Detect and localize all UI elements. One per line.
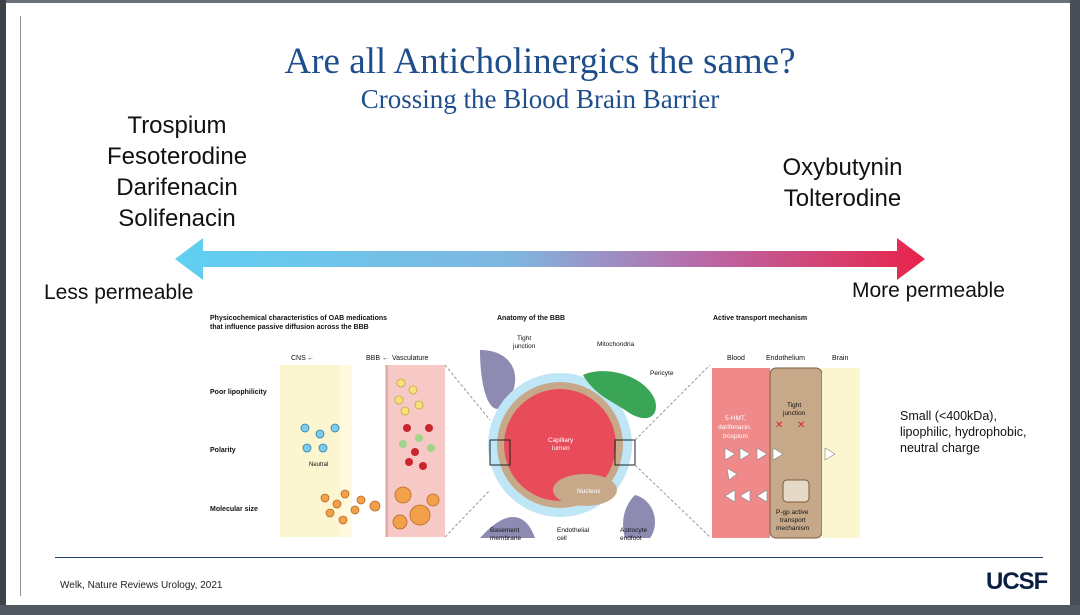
cns-label: CNS [291,355,306,362]
nucleus-label: Nucleus [577,488,601,495]
tight-junction-label: Tight [517,335,531,342]
vasculature-label: Vasculature [392,355,429,362]
window-edge-right [1070,0,1080,615]
drug-item: Trospium [127,112,227,139]
svg-text:endfoot: endfoot [620,535,642,542]
svg-text:mechanism: mechanism [776,525,809,532]
svg-text:←: ← [382,355,389,362]
svg-text:trospium: trospium [723,433,748,440]
slide-subtitle: Crossing the Blood Brain Barrier [360,84,720,114]
footer-rule [55,557,1043,558]
brain-label: Brain [832,355,848,362]
bbb-crossing-note: Small (<400kDa), lipophilic, hydrophobic… [900,409,1027,455]
svg-text:✕: ✕ [775,420,783,431]
svg-text:←: ← [307,355,314,362]
mitochondria-label: Mitochondria [597,341,635,348]
svg-text:transport: transport [780,517,806,524]
more-permeable-drug-list: Oxybutynin Tolterodine [760,152,925,214]
svg-text:cell: cell [557,535,567,542]
slide-title: Are all Anticholinergics the same? [284,41,796,82]
drug-item: Darifenacin [116,174,238,201]
slide-border [20,16,21,596]
ucsf-logo: UCSF [986,568,1048,595]
polarity-label: Polarity [210,447,236,454]
citation: Welk, Nature Reviews Urology, 2021 [60,580,223,591]
less-permeable-drug-list: Trospium Fesoterodine Darifenacin Solife… [82,110,272,234]
pericyte-label: Pericyte [650,370,674,377]
basement-membrane-label: Basement [490,527,519,534]
tight-junction-transport-label: Tight [787,402,801,409]
drug-item: Oxybutynin [782,154,903,181]
drug-item: Tolterodine [783,185,902,212]
endothelium-label: Endothelium [766,355,805,362]
capillary-label: Capillary [548,437,574,444]
panel1-title-line2: that influence passive diffusion across … [210,324,369,331]
more-permeable-label: More permeable [852,279,1005,302]
panel2-title: Anatomy of the BBB [497,315,565,322]
svg-text:junction: junction [512,343,536,350]
permeability-arrow [175,238,925,280]
window-edge-top [0,0,1080,3]
svg-text:membrane: membrane [490,535,521,542]
less-permeable-label: Less permeable [44,281,194,304]
svg-text:darifenacin,: darifenacin, [718,424,752,431]
blood-label: Blood [727,355,745,362]
endothelial-cell-label: Endothelial [557,527,590,534]
window-edge-bottom [0,605,1080,615]
window-edge-left [0,0,6,615]
drug-item: Fesoterodine [106,143,248,170]
svg-text:✕: ✕ [797,420,805,431]
bbb-figure: Physicochemical characteristics of OAB m… [210,315,860,542]
panel1-title: Physicochemical characteristics of OAB m… [210,315,387,322]
pgp-label: P-gp active [776,509,809,516]
panel3-title: Active transport mechanism [713,315,807,322]
svg-text:lumen: lumen [552,445,570,452]
svg-text:junction: junction [782,410,806,417]
hmt-label: 5-HMT, [725,415,746,422]
astrocyte-endfoot-label: Astrocyte [620,527,647,534]
bbb-label: BBB [366,355,380,362]
drug-item: Solifenacin [118,205,236,232]
poor-lipophilicity-label: Poor lipophilicity [210,389,267,396]
neutral-label: Neutral [309,462,328,468]
molecular-size-label: Molecular size [210,506,258,513]
bbb-region [340,365,352,537]
